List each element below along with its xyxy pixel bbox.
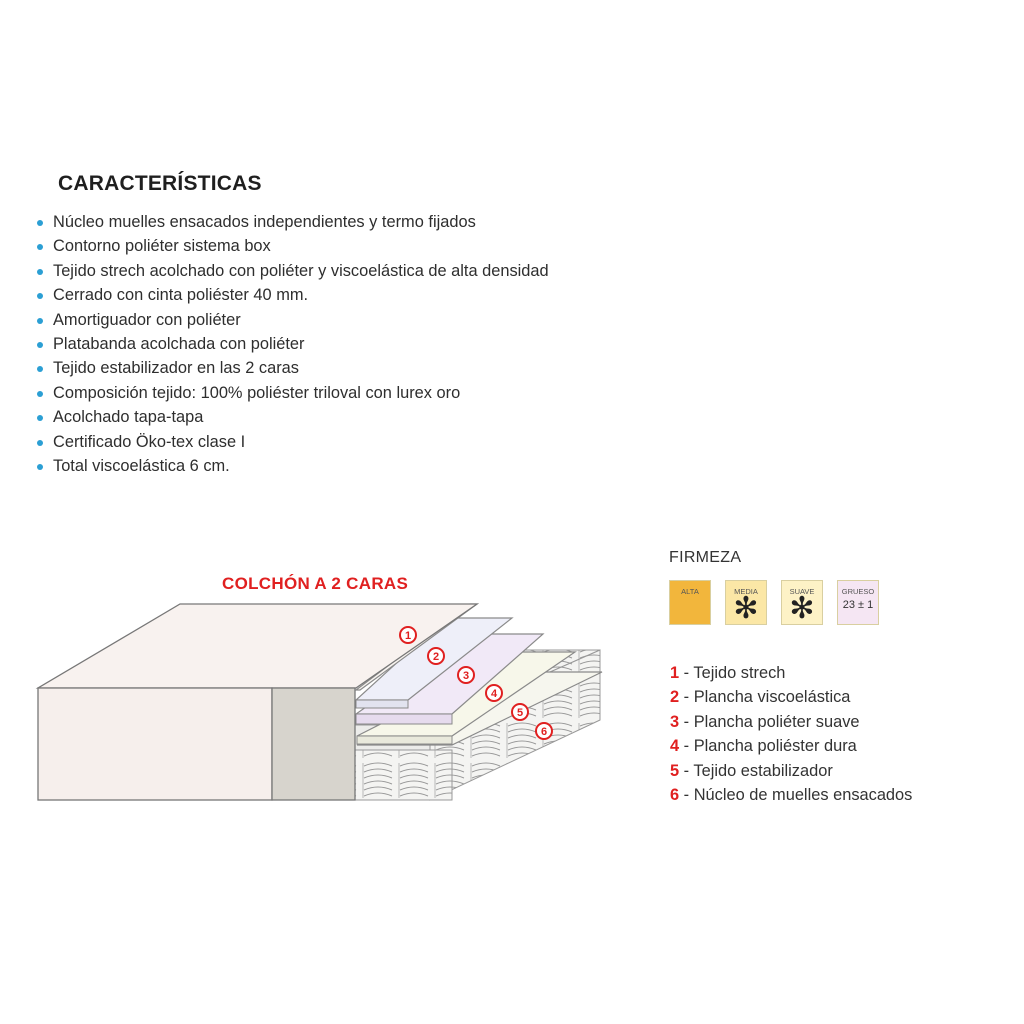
mattress-body (35, 603, 480, 801)
svg-text:3: 3 (463, 670, 469, 682)
layer-marker-4: 4 (485, 684, 503, 702)
layer-marker-1: 1 (399, 626, 417, 644)
layer-legend: 1 - Tejido strech 2 - Plancha viscoelást… (670, 661, 912, 807)
bullet-icon (37, 244, 43, 251)
feature-item: Certificado Öko-tex clase I (36, 430, 549, 454)
layer-marker-5: 5 (511, 703, 529, 721)
firmness-alta-chip: ALTA (669, 580, 711, 625)
svg-text:4: 4 (491, 688, 498, 700)
bullet-icon (37, 268, 43, 275)
feature-item: Amortiguador con poliéter (36, 308, 549, 332)
layer-marker-6: 6 (535, 722, 553, 740)
firmness-asterisk-icon: ✻ (789, 591, 815, 626)
bullet-icon (37, 439, 43, 446)
svg-text:6: 6 (541, 726, 547, 738)
legend-item: 6 - Núcleo de muelles ensacados (670, 785, 913, 804)
features-list: Núcleo muelles ensacados independientes … (36, 210, 549, 478)
legend-item: 5 - Tejido estabilizador (670, 761, 833, 780)
chip-label: GRUESO (841, 587, 875, 596)
legend-item: 3 - Plancha poliéter suave (670, 712, 860, 731)
svg-text:1: 1 (405, 630, 411, 642)
bullet-icon (37, 341, 43, 348)
bullet-icon (37, 220, 43, 226)
diagram-title: COLCHÓN A 2 CARAS (222, 574, 409, 593)
feature-item: Núcleo muelles ensacados independientes … (36, 210, 549, 234)
feature-item: Acolchado tapa-tapa (36, 405, 549, 429)
feature-item: Cerrado con cinta poliéster 40 mm. (36, 283, 549, 307)
bullet-icon (37, 390, 43, 397)
feature-item: Tejido strech acolchado con poliéter y v… (36, 259, 549, 283)
bullet-icon (37, 317, 43, 324)
feature-item: Contorno poliéter sistema box (36, 234, 549, 258)
feature-item: Platabanda acolchada con poliéter (36, 332, 549, 356)
bullet-icon (37, 463, 43, 470)
legend-item: 1 - Tejido strech (670, 664, 786, 682)
firmness-media-chip: MEDIA ✻ (725, 580, 767, 625)
legend-item: 2 - Plancha viscoelástica (670, 688, 851, 707)
chip-label: MEDIA (734, 587, 758, 596)
feature-item: Total viscoelástica 6 cm. (36, 454, 549, 478)
firmness-asterisk-icon: ✻ (733, 591, 759, 626)
bullet-icon (37, 415, 43, 422)
svg-text:2: 2 (433, 651, 439, 663)
firmness-title: FIRMEZA (669, 549, 742, 566)
layer-marker-2: 2 (427, 647, 445, 665)
chip-label: SUAVE (789, 587, 815, 596)
chip-label: ALTA (681, 587, 699, 596)
firmness-suave-chip: SUAVE ✻ (781, 580, 823, 625)
feature-item: Tejido estabilizador en las 2 caras (36, 356, 549, 380)
chip-value: 23 ± 1 (842, 599, 874, 611)
lower-spring-block (354, 749, 453, 801)
legend-item: 4 - Plancha poliéster dura (670, 737, 857, 756)
features-title: CARACTERÍSTICAS (58, 172, 262, 195)
layer-marker-3: 3 (457, 666, 475, 684)
bullet-icon (37, 293, 43, 300)
feature-item: Composición tejido: 100% poliéster trilo… (36, 381, 549, 405)
bullet-icon (37, 366, 43, 373)
svg-text:5: 5 (517, 707, 523, 719)
firmness-grueso-chip: GRUESO 23 ± 1 (837, 580, 879, 625)
